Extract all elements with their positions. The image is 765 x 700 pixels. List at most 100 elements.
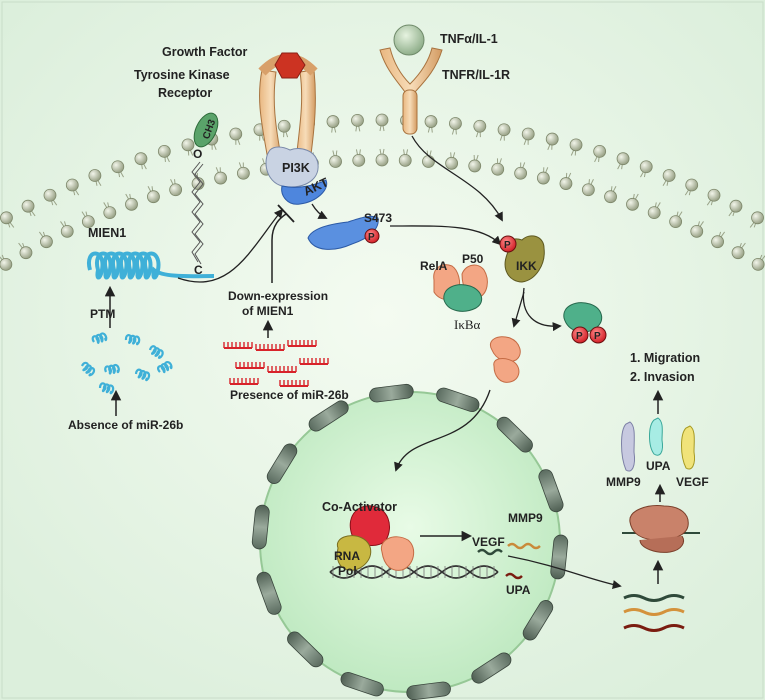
lipid-head xyxy=(662,169,676,182)
mien1-fragment xyxy=(148,345,164,359)
vegf-protein xyxy=(681,425,695,470)
mien1-fragment xyxy=(91,332,108,344)
lipid-head xyxy=(88,169,102,182)
upa-protein-label: UPA xyxy=(646,459,671,473)
invasion-label: 2. Invasion xyxy=(630,370,695,384)
pi3k-label: PI3K xyxy=(282,161,310,175)
lipid-head xyxy=(559,177,573,190)
mien1-fragment xyxy=(80,361,96,377)
cyto-mrna-1 xyxy=(623,594,685,602)
ptm-label: PTM xyxy=(90,307,115,321)
akt-to-ikk-arrow xyxy=(389,225,502,246)
mmp9-mrna-label: MMP9 xyxy=(508,511,543,525)
ikba-phosphate-2 xyxy=(589,326,607,344)
lipid-head xyxy=(236,166,250,180)
lipid-head xyxy=(751,211,764,225)
lipid-head xyxy=(181,138,195,152)
akt-activation-arrow xyxy=(311,203,328,219)
nuclear-pore xyxy=(496,416,533,453)
down-expression-line2: of MIEN1 xyxy=(242,304,294,318)
lipid-head xyxy=(536,171,550,185)
lipid-head xyxy=(639,160,653,174)
rna-pol-label-line1: RNA xyxy=(334,549,360,563)
phosphate-label: P xyxy=(368,232,375,243)
lipid-head xyxy=(449,117,462,130)
freed-p50 xyxy=(493,358,520,383)
lipid-head xyxy=(751,257,765,271)
cyto-mrna-3 xyxy=(623,624,685,632)
lipid-head xyxy=(375,113,389,127)
lipid-head xyxy=(111,160,125,174)
vegf-protein-label: VEGF xyxy=(676,475,709,489)
ikba-phosphate-1 xyxy=(571,326,589,344)
lipid-head xyxy=(147,190,160,204)
ikba-label: IκBα xyxy=(454,317,481,332)
nuclear-pore xyxy=(287,631,324,668)
lipid-head xyxy=(329,155,342,168)
lipid-head xyxy=(497,123,511,137)
mien1-coil xyxy=(86,251,215,280)
cyto-mrna-2 xyxy=(623,608,685,616)
lipid-head xyxy=(545,132,559,146)
growth-factor-hexagon xyxy=(274,52,306,79)
lipid-head xyxy=(647,206,661,220)
vegf-mrna xyxy=(477,548,503,556)
mir-26b-cluster xyxy=(223,340,329,387)
nuclear-pore xyxy=(522,600,554,641)
lipid-head xyxy=(491,162,505,176)
nfkb-bound xyxy=(380,536,415,571)
lipid-head xyxy=(473,119,487,133)
lipid-head xyxy=(626,197,639,211)
lipid-head xyxy=(711,235,724,249)
rna-polymerase xyxy=(336,535,372,571)
lipid-head xyxy=(21,199,35,213)
mien1-to-akt-arrow xyxy=(177,208,284,283)
ikk-phosphate xyxy=(499,235,517,253)
lipid-head xyxy=(690,224,704,238)
rela-label: RelA xyxy=(420,259,448,273)
lipid-head xyxy=(169,183,183,197)
nuclear-pore xyxy=(251,504,270,550)
upa-mrna-label: UPA xyxy=(506,583,531,597)
upa-mrna xyxy=(505,572,523,580)
growth-factor-label: Growth Factor xyxy=(162,45,248,59)
mien1-fragment xyxy=(157,361,173,374)
nuclear-pore xyxy=(471,652,512,684)
ikk-label: IKK xyxy=(516,259,537,273)
mmp9-mrna xyxy=(507,542,541,550)
lipid-head xyxy=(125,197,138,211)
lipid-head xyxy=(581,183,595,197)
upa-protein xyxy=(649,417,663,456)
rtk-label-line2: Receptor xyxy=(158,86,212,100)
lipid-head xyxy=(65,178,79,192)
ikba-phosphate-label-2: P xyxy=(594,331,601,342)
mien1-fragment xyxy=(134,368,151,382)
migration-label: 1. Migration xyxy=(630,351,700,365)
lipid-head xyxy=(514,166,528,180)
mmp9-protein xyxy=(621,421,635,472)
lipid-head xyxy=(669,215,683,229)
tnf-receptor xyxy=(379,47,443,135)
lipid-head xyxy=(521,127,535,141)
lipid-head xyxy=(351,113,364,127)
lipid-head xyxy=(375,153,389,167)
nuclear-pore xyxy=(308,400,349,432)
nuclear-pore xyxy=(256,571,282,615)
absence-label: Absence of miR-26b xyxy=(68,418,183,432)
mmp9-protein-label: MMP9 xyxy=(606,475,641,489)
ikba-subunit xyxy=(443,284,483,312)
lipid-head xyxy=(157,145,171,158)
lipid-head xyxy=(0,257,13,271)
tyrosine-kinase-receptor xyxy=(258,53,318,163)
lipid-head xyxy=(60,224,74,238)
ribosome xyxy=(629,505,689,541)
presence-label: Presence of miR-26b xyxy=(230,388,349,402)
inhibition-line xyxy=(271,213,287,283)
lipid-head xyxy=(19,246,33,260)
lipid-head xyxy=(616,152,630,166)
tnfr-label: TNFR/IL-1R xyxy=(442,68,510,82)
lipid-head xyxy=(424,115,438,128)
nuclear-pore xyxy=(369,383,414,403)
